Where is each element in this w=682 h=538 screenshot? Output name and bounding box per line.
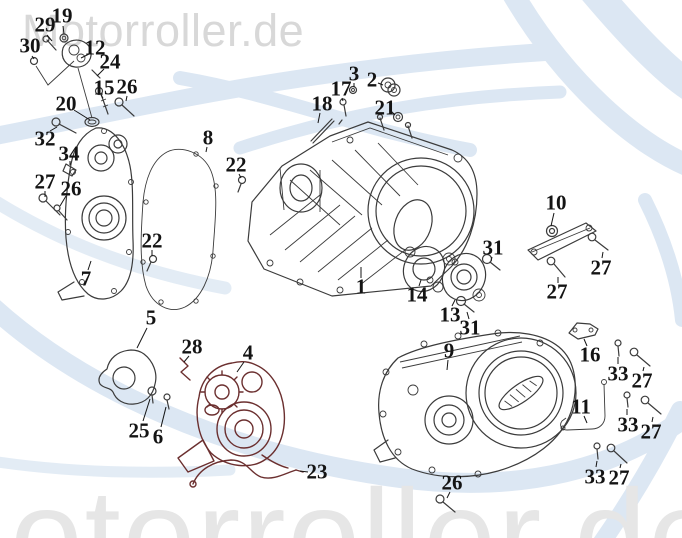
leader-line — [317, 112, 321, 124]
washer-30-icon — [29, 56, 39, 66]
rod-18-icon — [310, 118, 335, 144]
leader-line — [49, 126, 58, 132]
leader-line — [142, 398, 151, 422]
leader-line — [601, 251, 604, 259]
leader-line — [619, 463, 622, 469]
variator-cover-drawing — [373, 329, 577, 478]
pump-rotors-12-icon — [61, 39, 92, 68]
screw-27-icon — [546, 256, 566, 278]
oring-20-icon — [84, 116, 100, 128]
leader-line — [466, 311, 470, 320]
screw-27-icon — [629, 347, 651, 367]
leader-line — [80, 53, 90, 59]
leader-line — [651, 416, 654, 423]
ring-21-icon — [392, 111, 404, 123]
pin-25-icon — [147, 386, 157, 404]
screw-26-icon — [114, 97, 135, 117]
leader-line — [100, 94, 104, 99]
leader-line — [377, 82, 384, 86]
screw-26-icon — [53, 204, 68, 221]
watermark-top-text: Motorroller.de — [22, 5, 305, 56]
leader-line — [299, 470, 309, 473]
leader-line — [238, 173, 242, 179]
leader-line — [31, 55, 35, 60]
pin-24-icon — [91, 69, 101, 79]
leader-line — [418, 279, 422, 287]
bolt-27-icon — [38, 193, 61, 216]
clip-34-icon — [62, 163, 77, 177]
leader-line — [96, 68, 105, 77]
washer-3-icon — [348, 85, 358, 95]
leader-line — [642, 366, 645, 372]
leader-line — [390, 110, 396, 116]
leader-line — [125, 95, 128, 102]
screw-29-icon — [42, 35, 57, 51]
leader-line — [160, 406, 167, 428]
leader-line — [46, 34, 53, 42]
leader-line — [550, 212, 555, 227]
leader-line — [183, 355, 190, 363]
bolt-17-icon — [338, 98, 347, 125]
grommet-2-icon — [380, 77, 401, 97]
screw-26-icon — [435, 494, 456, 513]
screw-27-icon — [606, 443, 628, 464]
screw-27-icon — [587, 232, 609, 251]
crankcase-drawing — [247, 113, 478, 297]
oil-pump-drawing — [177, 357, 286, 473]
bracket-16-icon — [568, 322, 599, 340]
bolt-32-icon — [51, 117, 77, 134]
leader-line — [583, 415, 588, 424]
oil-hose-drawing — [189, 454, 304, 488]
screw-33-icon — [614, 339, 622, 357]
crankcase-cover-drawing — [57, 127, 134, 301]
screw-33-icon — [623, 391, 631, 408]
screw-33-icon — [593, 442, 601, 460]
leader-line — [451, 299, 456, 307]
hardware-icons — [29, 33, 662, 513]
screw-22-icon — [237, 175, 247, 193]
pin-6-icon — [163, 393, 171, 410]
leader-line — [59, 195, 67, 207]
leader-line — [136, 327, 148, 349]
leader-line — [446, 491, 451, 499]
screw-27-icon — [640, 395, 662, 415]
washer-19-icon — [59, 33, 69, 43]
leader-line — [583, 338, 588, 347]
wire-11-icon — [560, 379, 607, 431]
leader-line — [490, 256, 493, 262]
leader-line — [236, 361, 245, 373]
pump-gasket-drawing — [98, 349, 157, 405]
leader-line — [595, 460, 598, 468]
leader-line — [73, 109, 91, 121]
leader-lines — [31, 25, 654, 499]
flange-gasket-drawing — [402, 245, 446, 293]
watermark-bottom-text: Motorroller.de — [0, 462, 682, 538]
leader-line — [205, 146, 208, 153]
bracket-drawing — [527, 222, 597, 261]
leader-line — [62, 25, 65, 35]
screw-22-icon — [146, 254, 158, 272]
cover-gasket-drawing — [140, 148, 219, 310]
flange-drawing — [441, 252, 487, 302]
bolt-15-icon — [94, 86, 109, 115]
screw-31-icon — [455, 295, 475, 313]
leader-line — [87, 260, 92, 271]
leader-line — [446, 359, 449, 371]
leader-line — [341, 97, 344, 102]
pointer-lines — [35, 60, 75, 86]
